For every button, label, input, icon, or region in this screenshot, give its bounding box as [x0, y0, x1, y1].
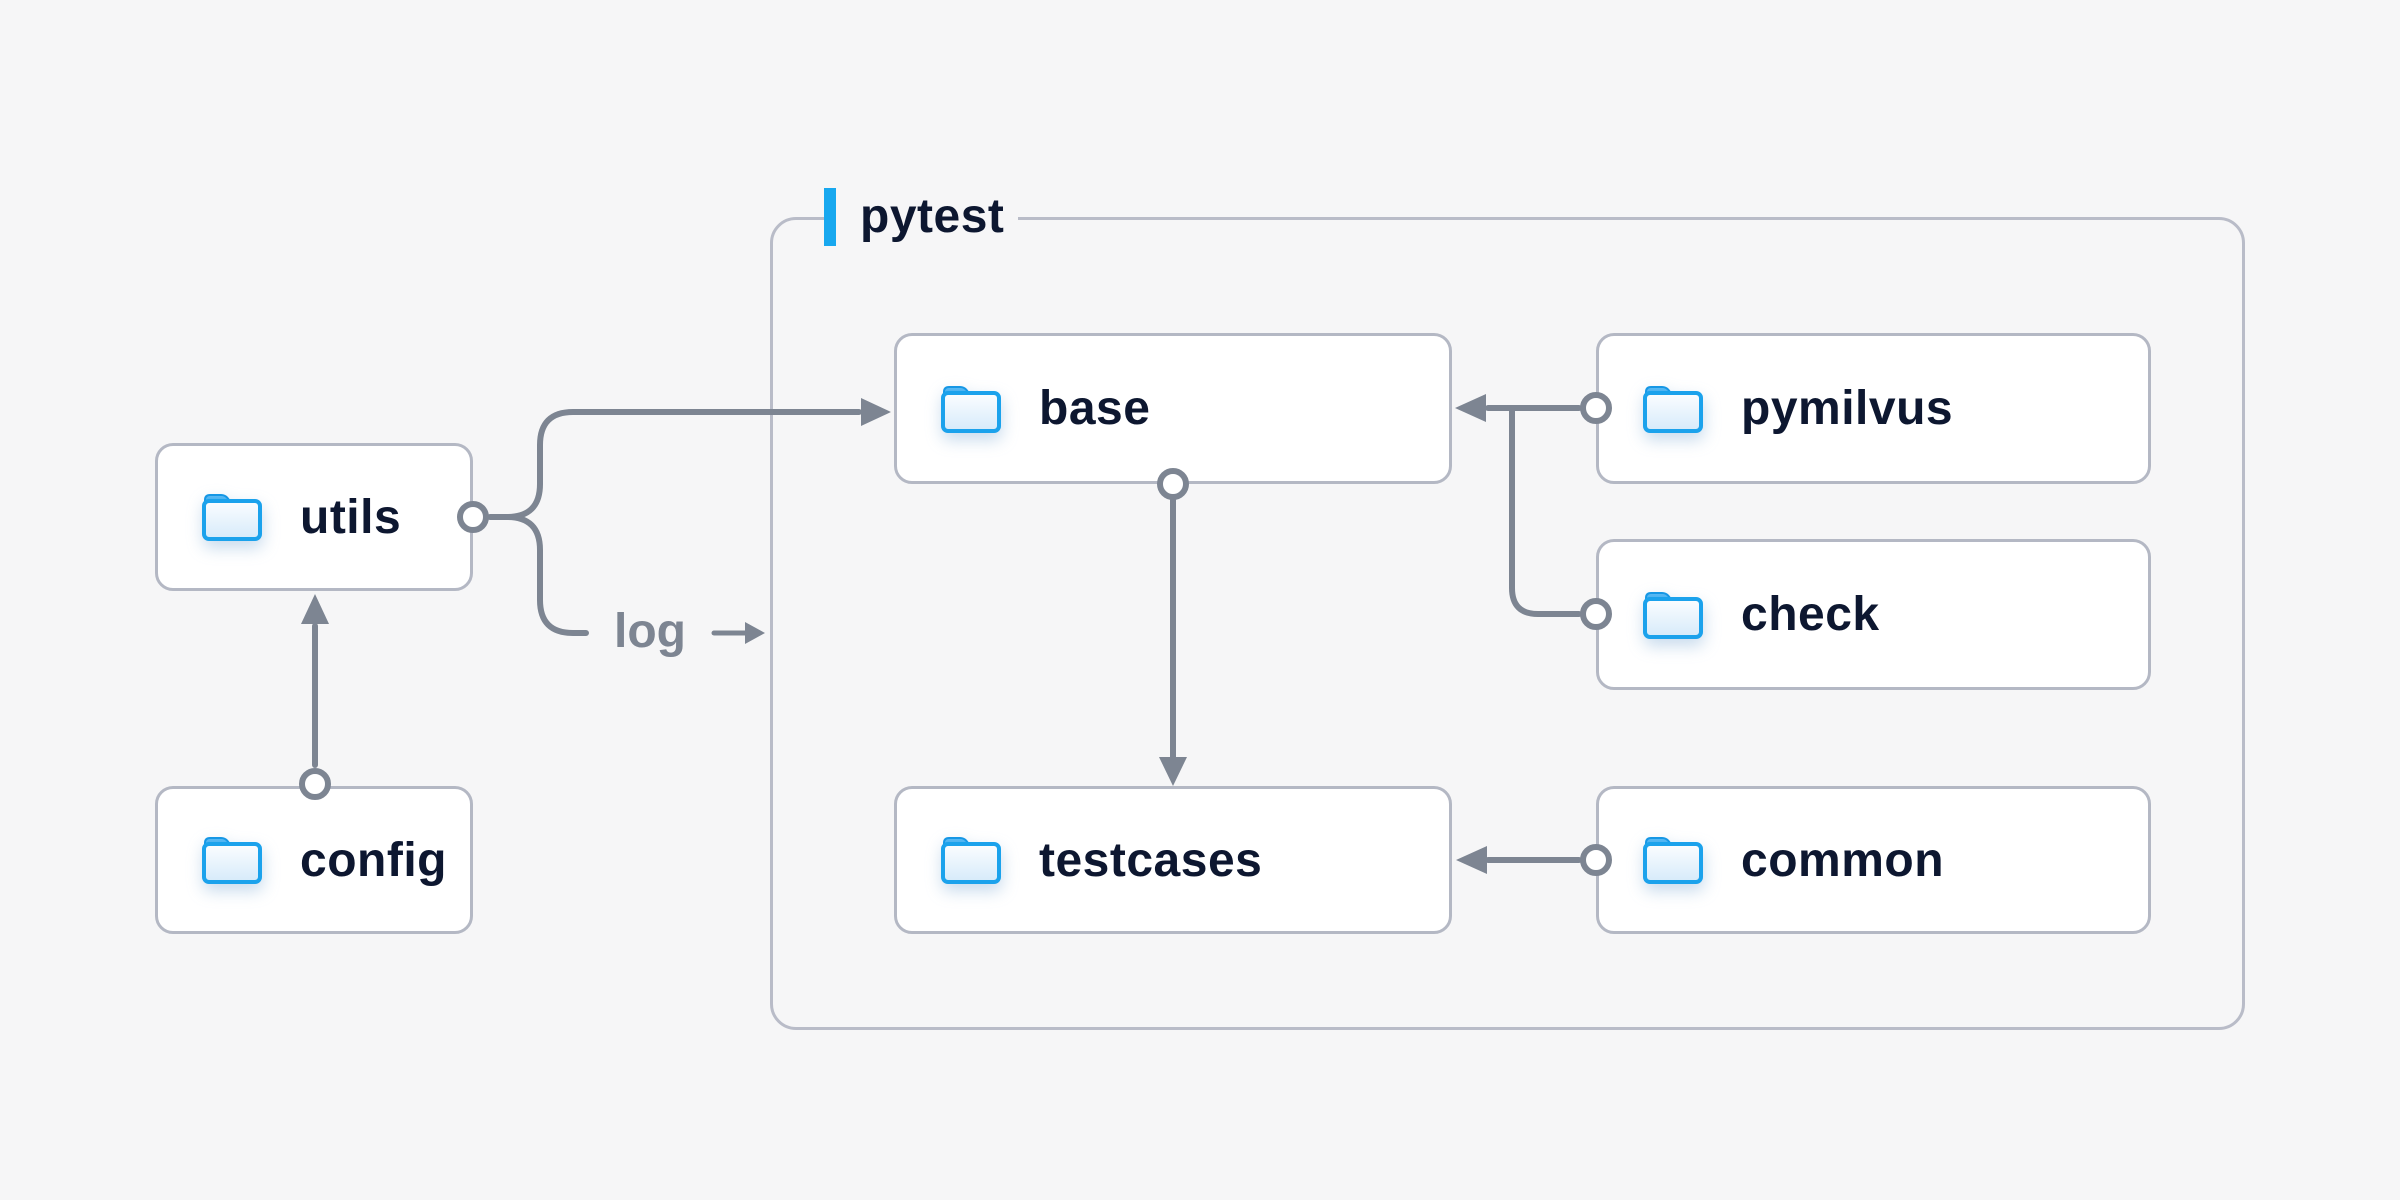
node-label: pymilvus — [1741, 382, 1954, 435]
node-label: base — [1039, 382, 1151, 435]
pytest-group — [770, 217, 2245, 1030]
folder-icon — [939, 383, 1003, 435]
folder-icon — [939, 834, 1003, 886]
node-config: config — [155, 786, 473, 934]
folder-icon — [1641, 589, 1705, 641]
node-label: check — [1741, 588, 1880, 641]
edge-config-utils — [299, 594, 331, 800]
node-label: config — [300, 833, 447, 887]
node-label: testcases — [1039, 833, 1263, 887]
node-check: check — [1596, 539, 2151, 690]
node-base: base — [894, 333, 1452, 484]
node-label: common — [1741, 833, 1945, 887]
node-pymilvus: pymilvus — [1596, 333, 2151, 484]
accent-bar-icon — [824, 188, 836, 246]
folder-icon — [200, 834, 264, 886]
folder-icon — [200, 491, 264, 543]
node-common: common — [1596, 786, 2151, 934]
node-label: utils — [300, 490, 402, 544]
edge-label-log: log — [614, 605, 686, 658]
folder-icon — [1641, 834, 1705, 886]
node-utils: utils — [155, 443, 473, 591]
folder-icon — [1641, 383, 1705, 435]
pytest-group-label: pytest — [824, 186, 1019, 248]
group-title: pytest — [860, 190, 1005, 243]
node-testcases: testcases — [894, 786, 1452, 934]
